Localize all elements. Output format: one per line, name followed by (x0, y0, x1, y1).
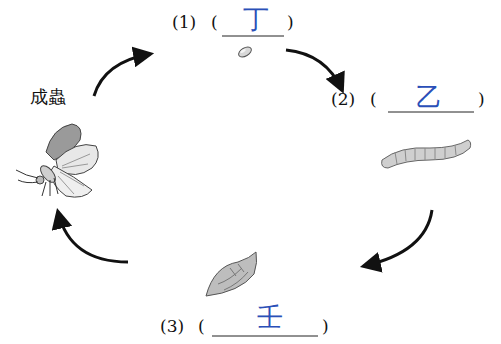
cycle-arrow (58, 50, 432, 266)
adult-label: 成蟲 (30, 88, 66, 106)
handwritten-answer: 乙 (416, 84, 442, 110)
paren: ) (478, 91, 485, 108)
pupa-picture (206, 252, 257, 296)
handwritten-answer: 丁 (243, 6, 269, 32)
handwritten-answer: 壬 (257, 304, 283, 330)
paren: ( (198, 318, 205, 335)
paren: ( (211, 14, 218, 31)
moth-picture (16, 124, 98, 197)
paren: ) (322, 318, 329, 335)
stage-number: (3) (160, 318, 184, 335)
stage-number: (2) (331, 91, 355, 108)
paren: ) (287, 14, 294, 31)
larva-picture (382, 140, 471, 168)
answer-blank (212, 36, 474, 336)
egg-picture (237, 45, 253, 59)
paren: ( (370, 91, 377, 108)
stage-number: (1) (172, 14, 196, 31)
